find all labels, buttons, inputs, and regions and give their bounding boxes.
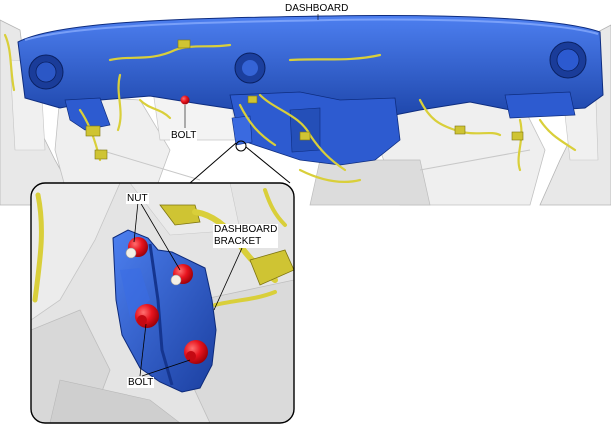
label-dashboard-bracket: DASHBOARD BRACKET [213, 224, 279, 248]
inset-callout-lines [189, 142, 291, 184]
nut-upper [125, 237, 148, 259]
detail-focus-marker [235, 140, 247, 152]
bolt-right [184, 340, 208, 364]
label-nut: NUT [126, 193, 149, 204]
inset-leader-lines [133, 201, 243, 377]
vehicle-interior-scene [0, 0, 611, 210]
label-dashboard: DASHBOARD [284, 3, 350, 14]
label-dashboard-bracket-line1: DASHBOARD [214, 224, 278, 235]
bolt-left [135, 304, 159, 328]
detail-inset [30, 182, 295, 424]
label-bolt-bottom: BOLT [127, 377, 155, 388]
bolt-marker [180, 95, 190, 105]
label-dashboard-bracket-line2: BRACKET [214, 236, 262, 247]
label-bolt-top: BOLT [170, 130, 198, 141]
nut-lower [170, 264, 193, 286]
